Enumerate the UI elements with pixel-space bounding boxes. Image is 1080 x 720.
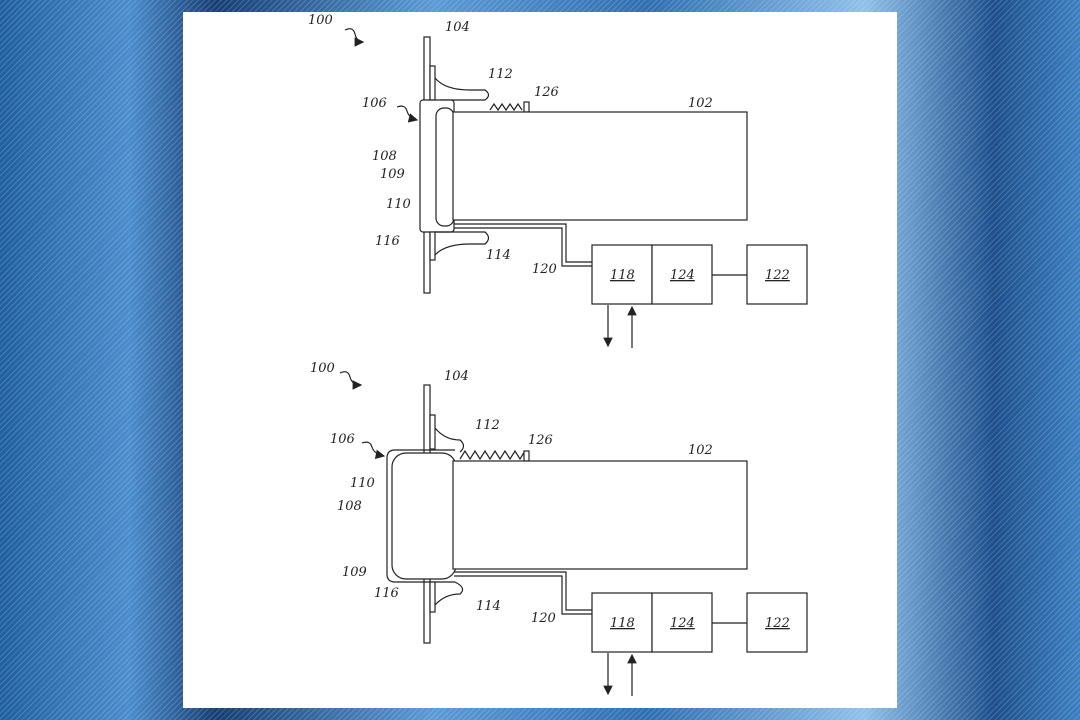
ref-114: 114 — [476, 599, 501, 614]
conduit-120 — [454, 227, 592, 267]
ref-102: 102 — [688, 443, 713, 458]
ref-109: 109 — [380, 167, 405, 182]
ref-109: 109 — [342, 565, 367, 580]
ref-126: 126 — [528, 433, 553, 448]
box-122 — [746, 592, 808, 653]
ref-118: 118 — [610, 616, 635, 631]
figure-bottom: 100 104 112 126 102 106 110 108 109 116 … — [310, 361, 808, 696]
lower-seal-114 — [434, 581, 464, 606]
ref-118: 118 — [610, 268, 635, 283]
ref-108: 108 — [337, 499, 362, 514]
ref-102: 102 — [688, 96, 713, 111]
box-118 — [591, 592, 653, 653]
ref-120: 120 — [532, 262, 557, 277]
panel-102 — [452, 111, 748, 221]
ref-104: 104 — [444, 369, 469, 384]
ref-106: 106 — [362, 96, 387, 111]
ref-100: 100 — [310, 361, 335, 376]
ref-116: 116 — [375, 234, 400, 249]
bladder-110 — [435, 107, 455, 227]
ref-126: 126 — [534, 85, 559, 100]
ref-106: 106 — [330, 432, 355, 447]
ref-120: 120 — [531, 611, 556, 626]
ref-110: 110 — [350, 476, 375, 491]
bladder-110 — [391, 452, 457, 580]
ref-122: 122 — [765, 616, 790, 631]
box-124 — [651, 592, 713, 653]
spring-126 — [489, 102, 523, 112]
ref-100: 100 — [308, 13, 333, 28]
housing-108 — [386, 449, 455, 583]
conduit-120 — [454, 575, 592, 615]
ref-122: 122 — [765, 268, 790, 283]
ref-104: 104 — [445, 20, 470, 35]
ref-114: 114 — [486, 248, 511, 263]
ref-110: 110 — [386, 197, 411, 212]
ref-124: 124 — [670, 616, 695, 631]
ref-108: 108 — [372, 149, 397, 164]
upper-seal-112 — [434, 77, 490, 101]
box-122 — [746, 244, 808, 305]
ref-112: 112 — [475, 418, 500, 433]
spring-126 — [459, 449, 526, 461]
panel-102 — [452, 460, 748, 570]
box-124 — [651, 244, 713, 305]
lower-seal-114 — [434, 231, 490, 256]
upper-seal-112 — [434, 427, 465, 453]
ref-124: 124 — [670, 268, 695, 283]
ref-116: 116 — [374, 586, 399, 601]
ref-112: 112 — [488, 67, 513, 82]
figure-top: 100 104 112 126 102 106 108 109 110 116 … — [308, 13, 808, 348]
